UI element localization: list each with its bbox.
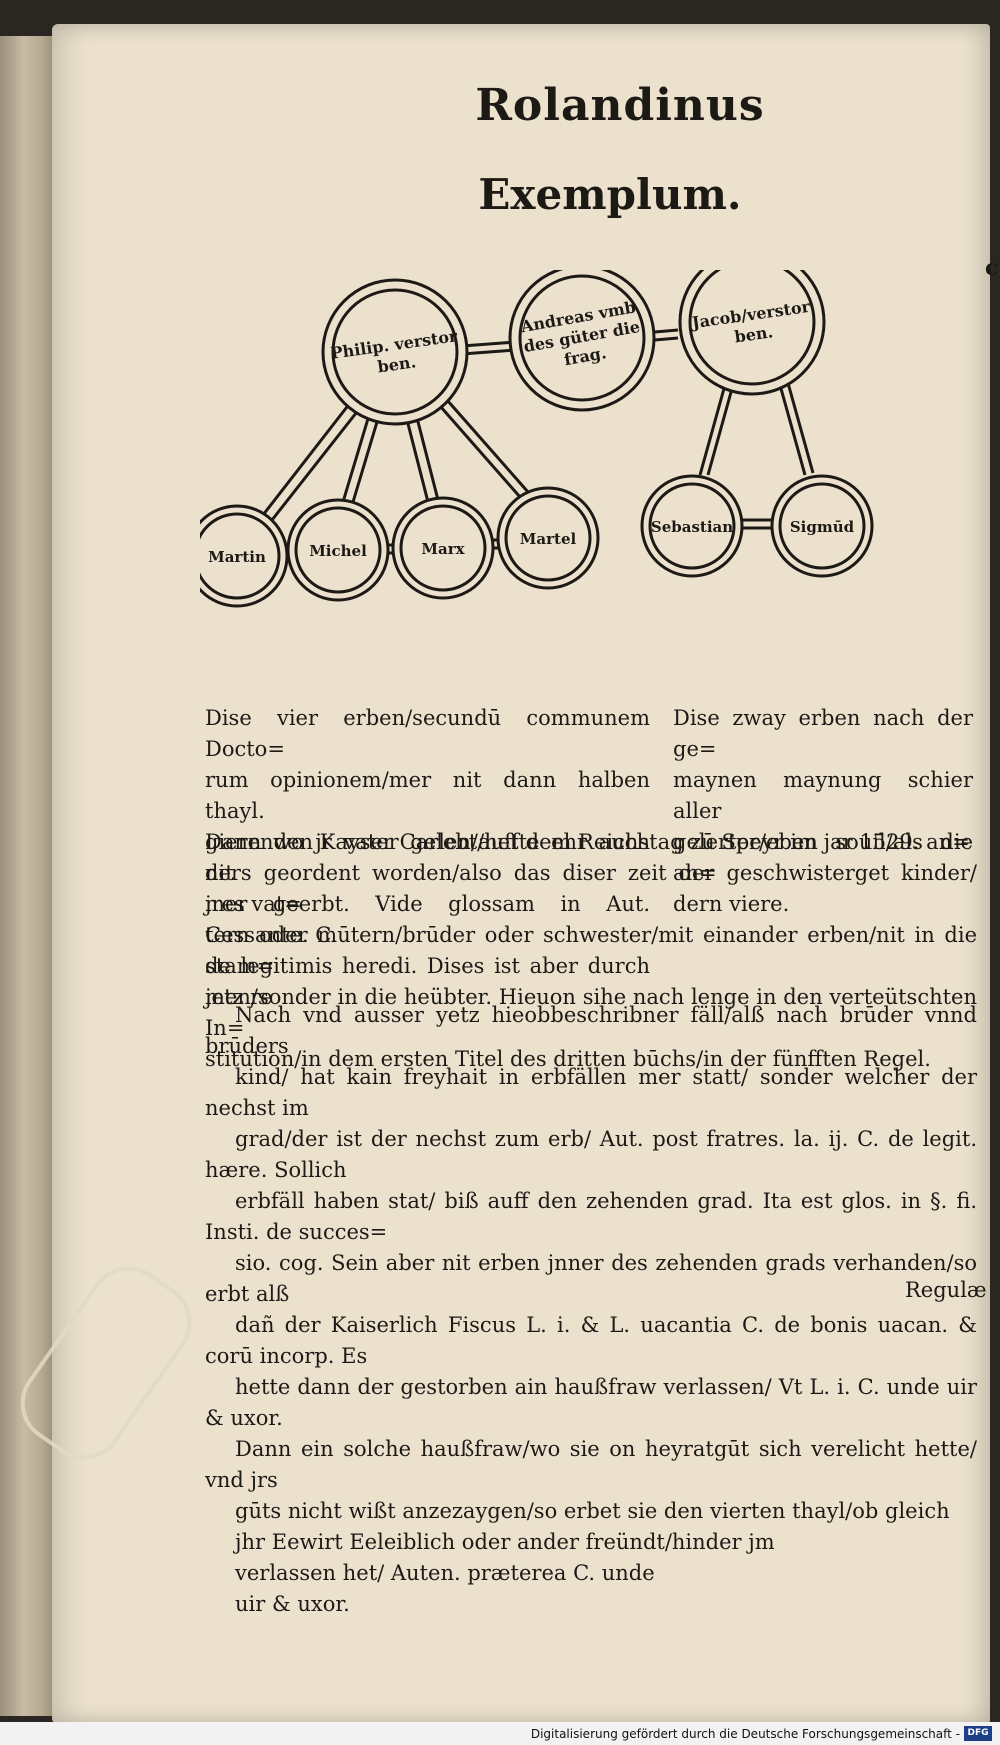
text-line: dañ der Kaiserlich Fiscus L. i. & L. uac…	[205, 1313, 977, 1368]
dfg-logo: DFG	[964, 1726, 992, 1741]
text-line: men/sonder in die heübter. Hieuon sihe n…	[205, 985, 977, 1040]
text-line: maynen maynung schier aller	[673, 768, 973, 823]
text-line: verlassen het/ Auten. præterea C. unde	[235, 1561, 655, 1585]
text-line: Nach vnd ausser yetz hieobbeschribner fä…	[205, 1003, 977, 1058]
text-line: kind/ hat kain freyhait in erbfällen mer…	[205, 1065, 977, 1120]
node-sigmud	[770, 474, 874, 578]
family-tree-svg: Philip. verstorben. Andreas vmbdes güter…	[185, 248, 874, 608]
label-sigmud: Sigmūd	[790, 518, 855, 536]
text-line: ders geordent worden/also das diser zeit…	[205, 861, 977, 916]
page-heading: Exemplum.	[478, 170, 742, 219]
node-marx	[391, 496, 495, 600]
text-line: tern oder mūtern/brūder oder schwester/m…	[205, 923, 977, 978]
text-line: gelerter/eben souil/als die an=	[673, 830, 973, 885]
text-line: Dann wo jr vater gelebt/hette ehr auch n…	[205, 830, 650, 885]
node-jacob	[678, 248, 826, 396]
margin-mark: c	[985, 255, 999, 281]
text-line: uir & uxor.	[235, 1592, 350, 1616]
node-martel	[496, 486, 600, 590]
label-martin: Martin	[208, 548, 266, 566]
right-column-text: Dise zway erben nach der ge= maynen maynu…	[673, 703, 973, 920]
text-line: Dann ein solche haußfraw/wo sie on heyra…	[205, 1437, 977, 1492]
text-line: grad/der ist der nechst zum erb/ Aut. po…	[205, 1127, 977, 1182]
label-sebastian: Sebastian	[651, 518, 733, 536]
text-line: hette dann der gestorben ain haußfraw ve…	[205, 1375, 977, 1430]
paragraph-continuation: gierenden Kayser Carlen/auff dem Reichst…	[205, 827, 977, 1075]
paragraph-succession: Nach vnd ausser yetz hieobbeschribner fä…	[205, 1000, 977, 1620]
label-marx: Marx	[421, 540, 465, 558]
text-line: rum opinionem/mer nit dann halben thayl.	[205, 768, 650, 823]
text-line: erbfäll haben stat/ biß auff den zehende…	[205, 1189, 977, 1244]
text-line: jhr Eewirt Eeleiblich oder ander freündt…	[235, 1530, 775, 1554]
catchword: Regulæ	[905, 1278, 987, 1302]
node-michel	[286, 498, 390, 602]
running-title: Rolandinus	[475, 80, 765, 131]
label-martel: Martel	[520, 530, 577, 548]
node-philip	[321, 278, 469, 426]
philip-child-links	[261, 391, 530, 521]
text-line: Dise vier erben/secundū communem Docto=	[205, 706, 650, 761]
footer-bar: Digitalisierung gefördert durch die Deut…	[0, 1722, 1000, 1745]
text-line: dern viere.	[673, 892, 790, 916]
text-line: sio. cog. Sein aber nit erben jnner des …	[205, 1251, 977, 1306]
text-line: gierenden Kayser Carlen/auff dem Reichst…	[205, 830, 970, 854]
node-sebastian	[640, 474, 744, 578]
label-michel: Michel	[309, 542, 367, 560]
text-line: mer geerbt. Vide glossam in Aut. Cessant…	[205, 892, 650, 947]
family-tree-diagram: Philip. verstorben. Andreas vmbdes güter…	[185, 248, 980, 680]
book-edge	[0, 36, 60, 1716]
text-line: de legitimis heredi. Dises ist aber durc…	[205, 954, 650, 1009]
text-line: Dise zway erben nach der ge=	[673, 706, 973, 761]
left-column-text: Dise vier erben/secundū communem Docto= r…	[205, 703, 650, 1013]
text-line: stitution/in dem ersten Titel des dritte…	[205, 1047, 931, 1071]
funding-credit: Digitalisierung gefördert durch die Deut…	[530, 1727, 960, 1741]
text-line: gūts nicht wißt anzezaygen/so erbet sie …	[235, 1499, 950, 1523]
